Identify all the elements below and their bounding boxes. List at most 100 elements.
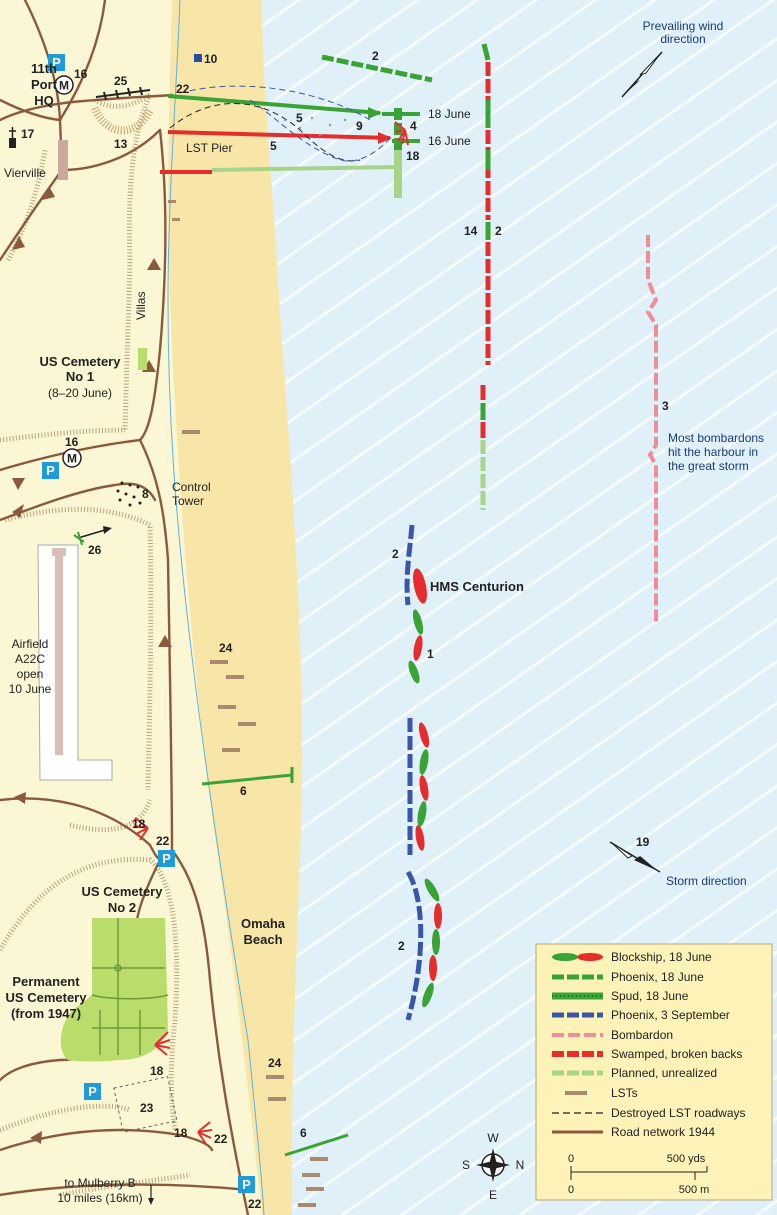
svg-text:0: 0: [568, 1153, 574, 1165]
svg-text:500 m: 500 m: [679, 1184, 710, 1196]
svg-text:2: 2: [372, 49, 379, 63]
svg-text:A22C: A22C: [15, 652, 45, 666]
svg-text:(8–20 June): (8–20 June): [48, 386, 112, 400]
burst-18: [133, 121, 409, 1145]
svg-text:17: 17: [21, 127, 35, 141]
wind-arrow-icon: [621, 51, 663, 98]
svg-text:2: 2: [495, 224, 502, 238]
phoenix-2-north: [321, 54, 433, 83]
svg-text:Villas: Villas: [134, 292, 148, 320]
svg-text:Spud, 18 June: Spud, 18 June: [611, 989, 689, 1003]
beach-sand: [168, 0, 303, 1215]
parking-icon: P: [84, 1083, 101, 1100]
church-icon: [9, 127, 16, 148]
svg-text:24: 24: [219, 641, 233, 655]
svg-text:18: 18: [150, 1064, 164, 1078]
svg-text:2: 2: [392, 547, 399, 561]
svg-text:No 1: No 1: [66, 369, 94, 384]
legend: Blockship, 18 June Phoenix, 18 June Spud…: [535, 943, 773, 1201]
svg-text:8: 8: [142, 487, 149, 501]
svg-text:19: 19: [636, 835, 650, 849]
control-tower-area: [116, 481, 142, 507]
plane-arrow-26: [73, 526, 112, 546]
svg-text:25: 25: [114, 74, 128, 88]
svg-text:P: P: [46, 463, 55, 478]
svg-text:22: 22: [214, 1132, 228, 1146]
svg-text:23: 23: [140, 1101, 154, 1115]
legend-swatch-lst: [565, 1091, 587, 1095]
svg-text:M: M: [67, 452, 77, 466]
svg-text:Omaha: Omaha: [241, 916, 286, 931]
svg-text:22: 22: [156, 834, 170, 848]
svg-text:(from 1947): (from 1947): [11, 1006, 81, 1021]
svg-text:4: 4: [410, 119, 417, 133]
map-numbers: 2 10 16 25 22 17 13 5 5 9 4 18 14 2 3 16…: [21, 49, 669, 1211]
svg-text:Destroyed LST roadways: Destroyed LST roadways: [611, 1106, 746, 1120]
svg-text:HMS Centurion: HMS Centurion: [430, 579, 524, 594]
svg-text:hit the harbour in: hit the harbour in: [668, 445, 758, 459]
svg-text:P: P: [242, 1177, 251, 1192]
area-23: [113, 1076, 178, 1133]
svg-text:LST Pier: LST Pier: [186, 141, 232, 155]
svg-text:24: 24: [268, 1056, 282, 1070]
svg-text:9: 9: [356, 119, 363, 133]
svg-text:US Cemetery: US Cemetery: [82, 884, 164, 899]
svg-text:Planned, unrealized: Planned, unrealized: [611, 1066, 717, 1080]
svg-text:Swamped, broken backs: Swamped, broken backs: [611, 1047, 742, 1061]
svg-text:US Cemetery: US Cemetery: [6, 990, 88, 1005]
svg-text:2: 2: [398, 939, 405, 953]
svg-text:18 June: 18 June: [428, 107, 471, 121]
storm-arrow-icon: [609, 841, 661, 873]
svg-text:M: M: [59, 79, 69, 93]
svg-text:Blockship, 18 June: Blockship, 18 June: [611, 950, 712, 964]
svg-text:5: 5: [270, 139, 277, 153]
sea: [262, 0, 777, 1215]
svg-text:S: S: [462, 1158, 470, 1172]
road-network: [0, 0, 250, 1215]
structure-25: [95, 86, 151, 101]
bombardon-line: [645, 235, 659, 625]
svg-text:E: E: [489, 1188, 497, 1202]
svg-text:Vierville: Vierville: [4, 166, 46, 180]
monument-icon: M: [62, 448, 82, 468]
svg-text:10 June: 10 June: [9, 682, 52, 696]
svg-text:Phoenix, 3 September: Phoenix, 3 September: [611, 1008, 730, 1022]
svg-text:P: P: [52, 55, 61, 70]
us-cemetery-no1: [138, 348, 147, 370]
svg-text:5: 5: [296, 111, 303, 125]
svg-text:the great storm: the great storm: [668, 459, 749, 473]
marker-10: [194, 54, 202, 62]
breakwater-south: [404, 524, 442, 1021]
svg-text:6: 6: [300, 1126, 307, 1140]
svg-text:16: 16: [74, 67, 88, 81]
legend-swatch-blockship: [552, 953, 603, 961]
svg-text:Bombardon: Bombardon: [611, 1028, 673, 1042]
svg-text:P: P: [88, 1084, 97, 1099]
breakwater-main: [480, 43, 491, 510]
svg-text:to Mulberry B: to Mulberry B: [64, 1176, 135, 1190]
mulberry-arrow-icon: [148, 1185, 154, 1205]
pier-roadways: [160, 85, 420, 198]
svg-text:Phoenix, 18 June: Phoenix, 18 June: [611, 970, 704, 984]
parking-icon: P: [158, 850, 175, 867]
svg-text:Beach: Beach: [243, 932, 282, 947]
monument-icon: M: [54, 75, 74, 95]
svg-text:Prevailing wind: Prevailing wind: [643, 19, 724, 33]
svg-text:Road network 1944: Road network 1944: [611, 1125, 715, 1139]
svg-text:16: 16: [65, 435, 79, 449]
parking-icon: P: [48, 54, 65, 71]
permanent-us-cemetery: [60, 918, 169, 1062]
svg-text:HQ: HQ: [34, 93, 54, 108]
svg-text:Storm direction: Storm direction: [666, 874, 747, 888]
map-labels: 11th Port HQ Vierville LST Pier 18 June …: [4, 19, 764, 1205]
svg-text:Port: Port: [31, 77, 58, 92]
svg-text:US Cemetery: US Cemetery: [40, 354, 122, 369]
lsts: [168, 200, 328, 1207]
svg-text:13: 13: [114, 137, 128, 151]
svg-text:14: 14: [464, 224, 478, 238]
svg-text:Airfield: Airfield: [12, 637, 49, 651]
svg-text:26: 26: [88, 543, 102, 557]
svg-text:18: 18: [132, 817, 146, 831]
svg-text:6: 6: [240, 784, 247, 798]
